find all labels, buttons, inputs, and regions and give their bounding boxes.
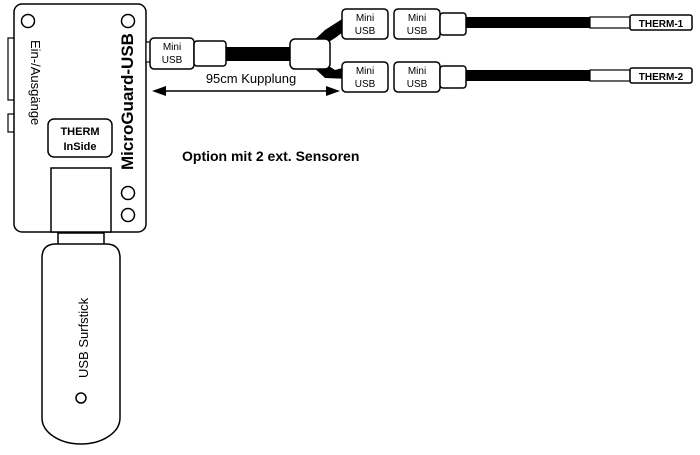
bottom-a-line1: Mini [356, 66, 374, 77]
top-b-line1: Mini [408, 13, 426, 24]
stick-label: USB Surfstick [76, 297, 91, 378]
bottom-boot [439, 65, 467, 89]
dimension-arrow-right [326, 86, 340, 96]
main-mini-usb-plug: Mini USB [145, 37, 227, 70]
dimension-arrow-left [152, 86, 166, 96]
therm-1-label: THERM-1 [639, 19, 684, 30]
microguard-device: Ein-/Ausgänge MicroGuard-USB THERM InSid… [7, 3, 147, 233]
top-boot [439, 12, 467, 36]
main-plug-boot [193, 40, 227, 67]
badge-line2: InSide [63, 141, 96, 153]
io-label: Ein-/Ausgänge [28, 40, 43, 125]
bottom-b-line2: USB [407, 79, 428, 90]
branch-top-connectors: Mini USB Mini USB THERM-1 [341, 8, 693, 40]
top-a-line2: USB [355, 26, 376, 37]
device-name: MicroGuard-USB [118, 33, 137, 170]
bottom-sensor-sleeve [589, 69, 631, 82]
branch-bottom-connectors: Mini USB Mini USB THERM-2 [341, 61, 693, 93]
coupling-cable [226, 14, 350, 79]
top-sensor-cable [466, 17, 590, 28]
top-sensor-sleeve [589, 16, 631, 29]
stick-led-hole [75, 392, 87, 404]
main-plug-line2: USB [162, 55, 183, 66]
bottom-a-line2: USB [355, 79, 376, 90]
usb-surfstick: USB Surfstick [41, 232, 121, 445]
coupling-label: 95cm Kupplung [206, 71, 296, 86]
mount-hole-mid-right [120, 185, 136, 201]
mount-hole-top-left [20, 13, 36, 29]
therm-1-sensor [629, 14, 693, 31]
bottom-b-line1: Mini [408, 66, 426, 77]
option-caption: Option mit 2 ext. Sensoren [182, 148, 359, 164]
top-a-line1: Mini [356, 13, 374, 24]
therm-inside-badge [47, 118, 113, 158]
y-splitter [289, 38, 331, 70]
main-plug-line1: Mini [163, 42, 181, 53]
mount-hole-top-right [120, 13, 136, 29]
bottom-mini-usb-a [341, 61, 389, 93]
bottom-sensor-cable [466, 70, 590, 81]
main-cable [226, 47, 290, 61]
badge-line1: THERM [60, 126, 99, 138]
usb-port-slot [50, 167, 112, 233]
mount-hole-bottom-right [120, 207, 136, 223]
top-mini-usb-a [341, 8, 389, 40]
coupling-dimension: 95cm Kupplung [152, 71, 340, 96]
therm-2-sensor [629, 67, 693, 84]
stick-body [41, 243, 121, 445]
therm-2-label: THERM-2 [639, 72, 684, 83]
top-b-line2: USB [407, 26, 428, 37]
